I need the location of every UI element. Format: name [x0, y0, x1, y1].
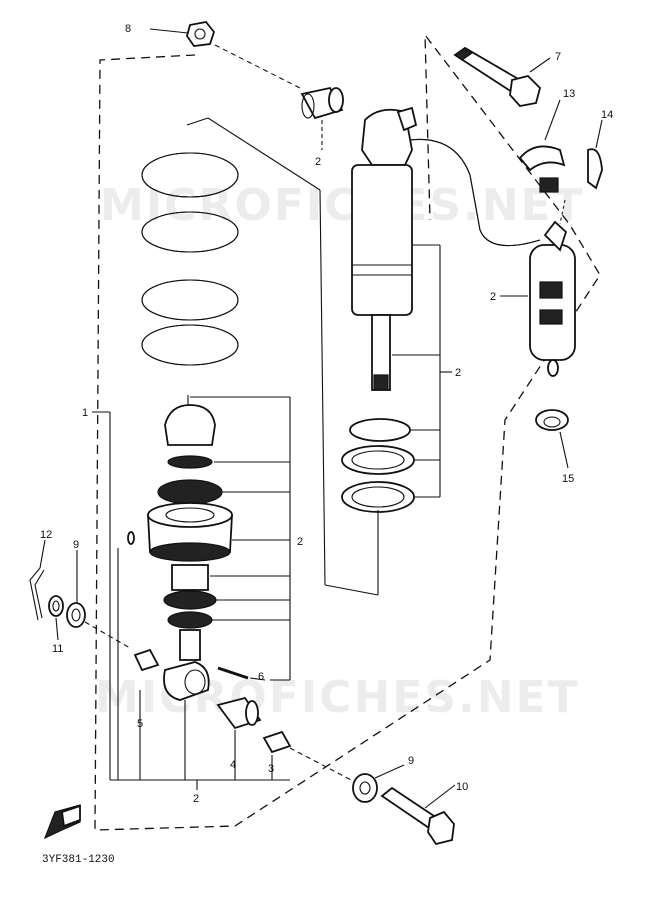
callout-2-body: 2	[297, 536, 303, 548]
cotter-pin-12	[29, 567, 45, 621]
callout-13: 13	[563, 88, 575, 100]
callout-7: 7	[555, 51, 561, 63]
damper-body	[351, 106, 418, 391]
callout-8: 8	[125, 23, 131, 35]
callout-3: 3	[268, 763, 274, 775]
callout-11: 11	[52, 643, 63, 655]
nut-8	[186, 21, 216, 47]
callout-15: 15	[562, 473, 574, 485]
callout-12: 12	[40, 529, 52, 541]
watermark-top: MICROFICHES.NET	[100, 180, 585, 231]
upper-bushing	[300, 86, 344, 120]
callout-2-top: 2	[315, 156, 321, 168]
diagram-code: 3YF381-1230	[42, 854, 115, 866]
washer-9-right	[352, 773, 378, 803]
bushing-3	[262, 730, 292, 754]
callout-9-left: 9	[73, 539, 79, 551]
bracket-icon	[43, 804, 81, 840]
o-ring	[127, 531, 135, 545]
callout-14: 14	[601, 109, 613, 121]
assembly-boundary	[94, 33, 601, 831]
spring	[141, 152, 239, 366]
spring-seat	[164, 395, 216, 469]
reservoir	[529, 220, 576, 377]
clamp-13	[518, 145, 566, 193]
callout-2-shaft: 2	[455, 367, 461, 379]
seal-rings	[341, 418, 415, 513]
adjuster-body	[147, 479, 233, 562]
clip-14	[587, 148, 603, 190]
ring-15	[535, 409, 569, 431]
callout-1: 1	[82, 407, 88, 419]
pin-6	[217, 666, 249, 680]
collar-9-left	[66, 602, 86, 628]
callout-10: 10	[456, 781, 468, 793]
callout-6: 6	[258, 671, 264, 683]
callout-2-bottom: 2	[193, 793, 199, 805]
callout-5: 5	[137, 718, 143, 730]
callout-4: 4	[230, 759, 236, 771]
washer-11	[48, 595, 64, 617]
bolt-7	[453, 46, 542, 107]
bolt-10	[380, 786, 455, 846]
lower-rod	[163, 564, 217, 661]
bushing-5	[133, 648, 160, 672]
lower-eye	[163, 661, 210, 701]
callout-2-reservoir: 2	[490, 291, 496, 303]
bushing-4	[216, 696, 262, 730]
callout-9-right: 9	[408, 755, 414, 767]
